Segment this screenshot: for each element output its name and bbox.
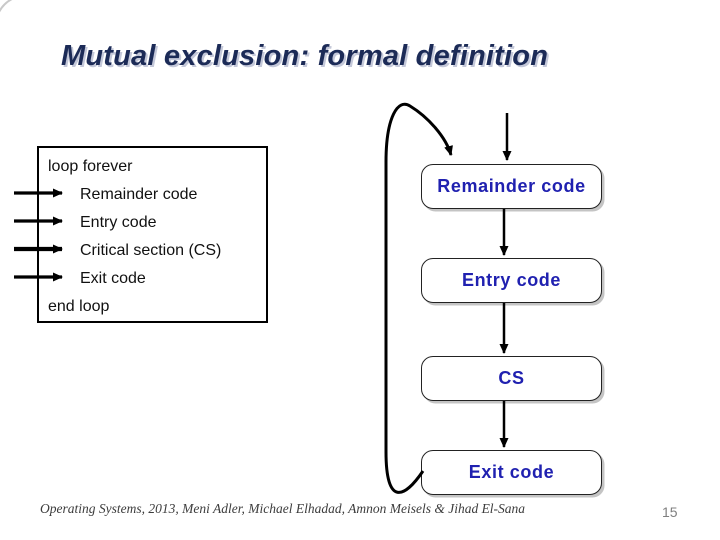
code-text: end loop (48, 298, 110, 315)
code-line-remainder: Remainder code (39, 181, 266, 209)
flow-node-exit-code: Exit code (421, 450, 602, 495)
code-text: Critical section (CS) (80, 242, 222, 259)
code-text: Entry code (80, 214, 157, 231)
flow-node-label: CS (498, 368, 525, 388)
code-line-exit: Exit code (39, 265, 266, 293)
code-text: Exit code (80, 270, 146, 287)
code-box: loop forever Remainder code Entry code C… (37, 146, 268, 323)
code-line-loop-forever: loop forever (39, 153, 266, 181)
flow-node-entry-code: Entry code (421, 258, 602, 303)
code-line-critical-section: Critical section (CS) (39, 237, 266, 265)
slide-title: Mutual exclusion: formal definition (61, 40, 549, 72)
code-text: loop forever (48, 158, 133, 175)
flow-node-label: Entry code (461, 270, 562, 290)
footer-credits: Operating Systems, 2013, Meni Adler, Mic… (40, 501, 526, 516)
page-number: 15 (662, 504, 678, 520)
flow-node-label: Exit code (468, 462, 555, 482)
flow-node-remainder-code: Remainder code (421, 164, 602, 209)
flow-node-cs: CS (421, 356, 602, 401)
flow-node-label: Remainder code (437, 176, 586, 196)
code-line-entry: Entry code (39, 209, 266, 237)
code-text: Remainder code (80, 186, 198, 203)
code-line-end-loop: end loop (39, 293, 266, 321)
